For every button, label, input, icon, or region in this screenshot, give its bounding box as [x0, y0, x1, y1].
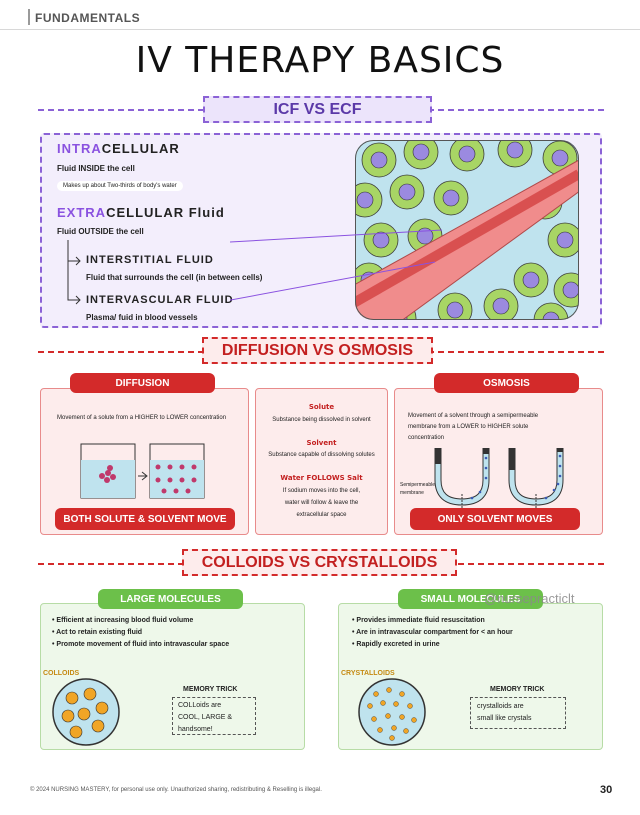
diffusion-beakers	[80, 443, 205, 499]
cell-nucleus	[372, 231, 390, 249]
cell-nucleus	[492, 297, 510, 315]
intracellular-desc: Fluid INSIDE the cell	[57, 164, 135, 173]
extracellular-title: EXTRACELLULAR Fluid	[57, 205, 225, 220]
page-title: IV THERAPY BASICS	[135, 40, 505, 81]
section-divider	[28, 9, 30, 25]
solvent-desc: Substance capable of dissolving solutes	[268, 452, 375, 458]
colloids-trick-1: COLLoids are	[178, 702, 222, 709]
page-number: 30	[600, 784, 613, 796]
water-desc-2: water will follow & leave the	[284, 500, 359, 506]
crystalloids-trick-2: small like crystals	[477, 715, 532, 722]
solute-title: Solute	[308, 403, 335, 411]
colloids-name: COLLOIDS	[43, 670, 80, 677]
bullet-item: • Promote movement of fluid into intrava…	[52, 641, 230, 648]
cell-nucleus	[458, 145, 476, 163]
bullet-item: • Provides immediate fluid resuscitation	[352, 617, 485, 624]
solute-desc: Substance being dissolved in solvent	[272, 417, 371, 423]
top-bar: FUNDAMENTALS	[0, 0, 640, 30]
cell-nucleus	[551, 149, 569, 167]
crystalloids-label: SMALL MOLECULES	[398, 589, 543, 609]
cell-shape	[533, 302, 569, 320]
cell-nucleus	[412, 143, 430, 161]
cell-nucleus	[370, 151, 388, 169]
diffusion-desc: Movement of a solute from a HIGHER to LO…	[57, 415, 227, 421]
bullet-item: • Act to retain existing fluid	[52, 629, 143, 636]
cell-nucleus	[356, 191, 374, 209]
colloids-trick-3: handsome!	[178, 726, 213, 733]
cell-nucleus	[562, 281, 579, 299]
section-label: FUNDAMENTALS	[35, 11, 141, 25]
cell-nucleus	[442, 189, 460, 207]
cell-nucleus	[398, 183, 416, 201]
intravascular-title: INTERVASCULAR FLUID	[86, 294, 234, 306]
crystalloids-circle	[358, 678, 426, 746]
membrane-label-1: Semipermeable	[400, 482, 436, 488]
bullet-item: • Rapidly excreted in urine	[352, 641, 440, 648]
water-desc-1: If sodium moves into the cell,	[282, 488, 361, 494]
water-desc-3: extracellular space	[296, 512, 347, 518]
colloids-circle	[52, 678, 120, 746]
colloids-trick-box	[172, 697, 256, 735]
bullet-item: • Are in intravascular compartment for <…	[352, 629, 513, 636]
heading-colloids-crystalloids: COLLOIDS VS CRYSTALLOIDS	[182, 549, 457, 576]
crystalloids-trick-1: crystalloids are	[477, 703, 524, 710]
solvent-title: Solvent	[306, 439, 337, 447]
cell-nucleus	[556, 231, 574, 249]
cell-illustration	[355, 140, 579, 320]
copyright-text: © 2024 NURSING MASTERY, for personal use…	[30, 787, 322, 793]
bullet-item: • Efficient at increasing blood fluid vo…	[52, 617, 194, 624]
colloids-label: LARGE MOLECULES	[98, 589, 243, 609]
watermark: @nursepracticlt	[484, 591, 575, 606]
heading-icf-ecf: ICF VS ECF	[203, 96, 432, 123]
blood-vessel-lumen	[355, 169, 579, 313]
heading-diffusion-osmosis: DIFFUSION VS OSMOSIS	[202, 337, 433, 364]
cell-nucleus	[542, 311, 560, 320]
water-title: Water FOLLOWS Salt	[280, 474, 363, 482]
cell-nucleus	[416, 227, 434, 245]
crystalloids-trick-title: MEMORY TRICK	[490, 686, 545, 693]
crystalloids-trick-box	[470, 697, 566, 729]
interstitial-desc: Fluid that surrounds the cell (in betwee…	[86, 273, 263, 282]
osmosis-desc-2: membrane from a LOWER to HIGHER solute	[408, 424, 529, 430]
intracellular-note: Makes up about Two-thirds of body's wate…	[57, 181, 183, 191]
cell-nucleus	[506, 141, 524, 159]
crystalloids-name: CRYSTALLOIDS	[341, 670, 395, 677]
osmosis-desc-3: concentration	[408, 435, 445, 441]
tree-connectors	[67, 240, 81, 305]
pointer-arrows	[230, 229, 443, 301]
membrane-label-2: membrane	[400, 490, 424, 496]
osmosis-desc-1: Movement of a solvent through a semiperm…	[408, 413, 539, 419]
extracellular-desc: Fluid OUTSIDE the cell	[57, 227, 144, 236]
cell-nucleus	[522, 271, 540, 289]
intracellular-title: INTRACELLULAR	[57, 141, 180, 156]
osmosis-u-tubes	[434, 448, 564, 508]
cell-nucleus	[446, 301, 464, 319]
colloids-trick-title: MEMORY TRICK	[183, 686, 238, 693]
colloids-trick-2: COOL, LARGE &	[178, 714, 233, 721]
interstitial-title: INTERSTITIAL FLUID	[86, 254, 214, 266]
osmosis-footer: ONLY SOLVENT MOVES	[410, 508, 580, 530]
diffusion-footer: BOTH SOLUTE & SOLVENT MOVE	[55, 508, 235, 530]
osmosis-label: OSMOSIS	[434, 373, 579, 393]
definitions-panel	[255, 388, 388, 535]
diffusion-label: DIFFUSION	[70, 373, 215, 393]
intravascular-desc: Plasma/ fuid in blood vessels	[86, 313, 198, 322]
